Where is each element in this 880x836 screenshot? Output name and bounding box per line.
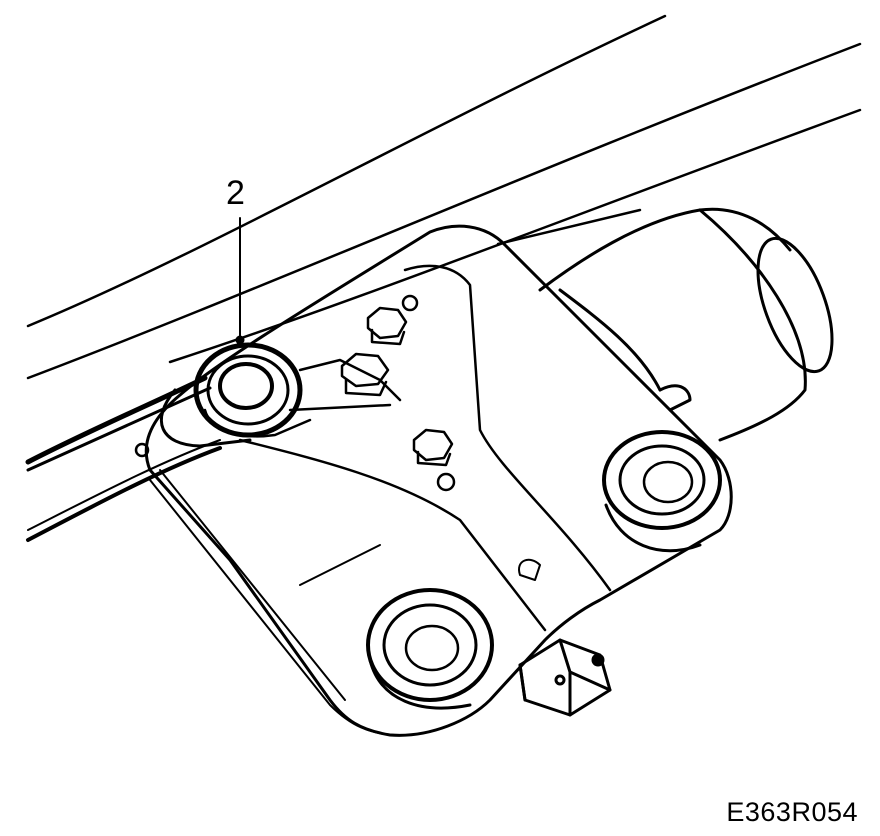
- wiper-motor-housing: [538, 207, 834, 442]
- rubber-bushing-right: [602, 430, 722, 553]
- pivot-nut: [193, 342, 402, 438]
- mounting-bracket: [144, 224, 733, 737]
- rubber-bushing-lower: [366, 588, 494, 710]
- hex-bolt-upper: [366, 294, 419, 346]
- hex-bolt-middle: [340, 352, 390, 397]
- electrical-connector: [518, 638, 612, 717]
- callout-leader: [235, 217, 245, 345]
- callout-label: 2: [226, 174, 245, 212]
- wiper-linkage-arm: [25, 375, 252, 542]
- figure-code: E363R054: [726, 797, 858, 827]
- panel-contour-lines: [26, 14, 862, 380]
- hex-bolt-lower: [412, 428, 456, 492]
